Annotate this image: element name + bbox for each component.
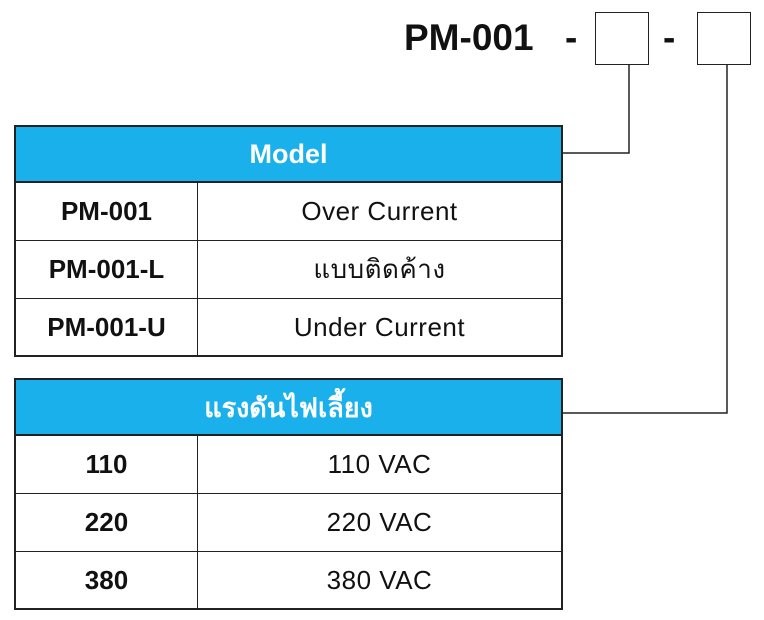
voltage-table-header: แรงดันไฟเลี้ยง — [16, 380, 561, 436]
table-row: PM-001-U Under Current — [16, 299, 561, 355]
table-row: 110 110 VAC — [16, 436, 561, 494]
voltage-description-cell: 110 VAC — [327, 449, 432, 479]
table-row: 220 220 VAC — [16, 494, 561, 552]
model-code-cell: PM-001 — [16, 183, 198, 240]
model-code-slot-model — [595, 12, 649, 65]
voltage-description-cell: 380 VAC — [326, 564, 433, 595]
model-code-slot-voltage — [697, 12, 751, 65]
voltage-table: แรงดันไฟเลี้ยง 110 110 VAC 220 220 VAC 3… — [14, 378, 563, 610]
voltage-code-cell: 110 — [16, 436, 198, 493]
connector-model — [563, 65, 630, 154]
voltage-code-cell: 380 — [16, 552, 198, 608]
table-row: PM-001-L แบบติดค้าง — [16, 241, 561, 299]
model-description-cell: Under Current — [293, 311, 466, 342]
model-table-header: Model — [16, 127, 561, 183]
voltage-description-cell: 220 VAC — [326, 507, 433, 537]
model-code-separator-1: - — [565, 17, 578, 58]
model-description-cell: แบบติดค้าง — [313, 254, 446, 284]
model-code-cell: PM-001-U — [16, 299, 198, 355]
voltage-code-cell: 220 — [16, 494, 198, 551]
table-row: 380 380 VAC — [16, 552, 561, 608]
connector-voltage — [563, 65, 728, 414]
table-row: PM-001 Over Current — [16, 183, 561, 241]
model-code-base: PM-001 — [404, 17, 534, 58]
model-description-cell: Over Current — [301, 196, 458, 226]
model-code-cell: PM-001-L — [16, 241, 198, 298]
model-code-separator-2: - — [663, 17, 676, 58]
model-table: Model PM-001 Over Current PM-001-L แบบติ… — [14, 125, 563, 357]
